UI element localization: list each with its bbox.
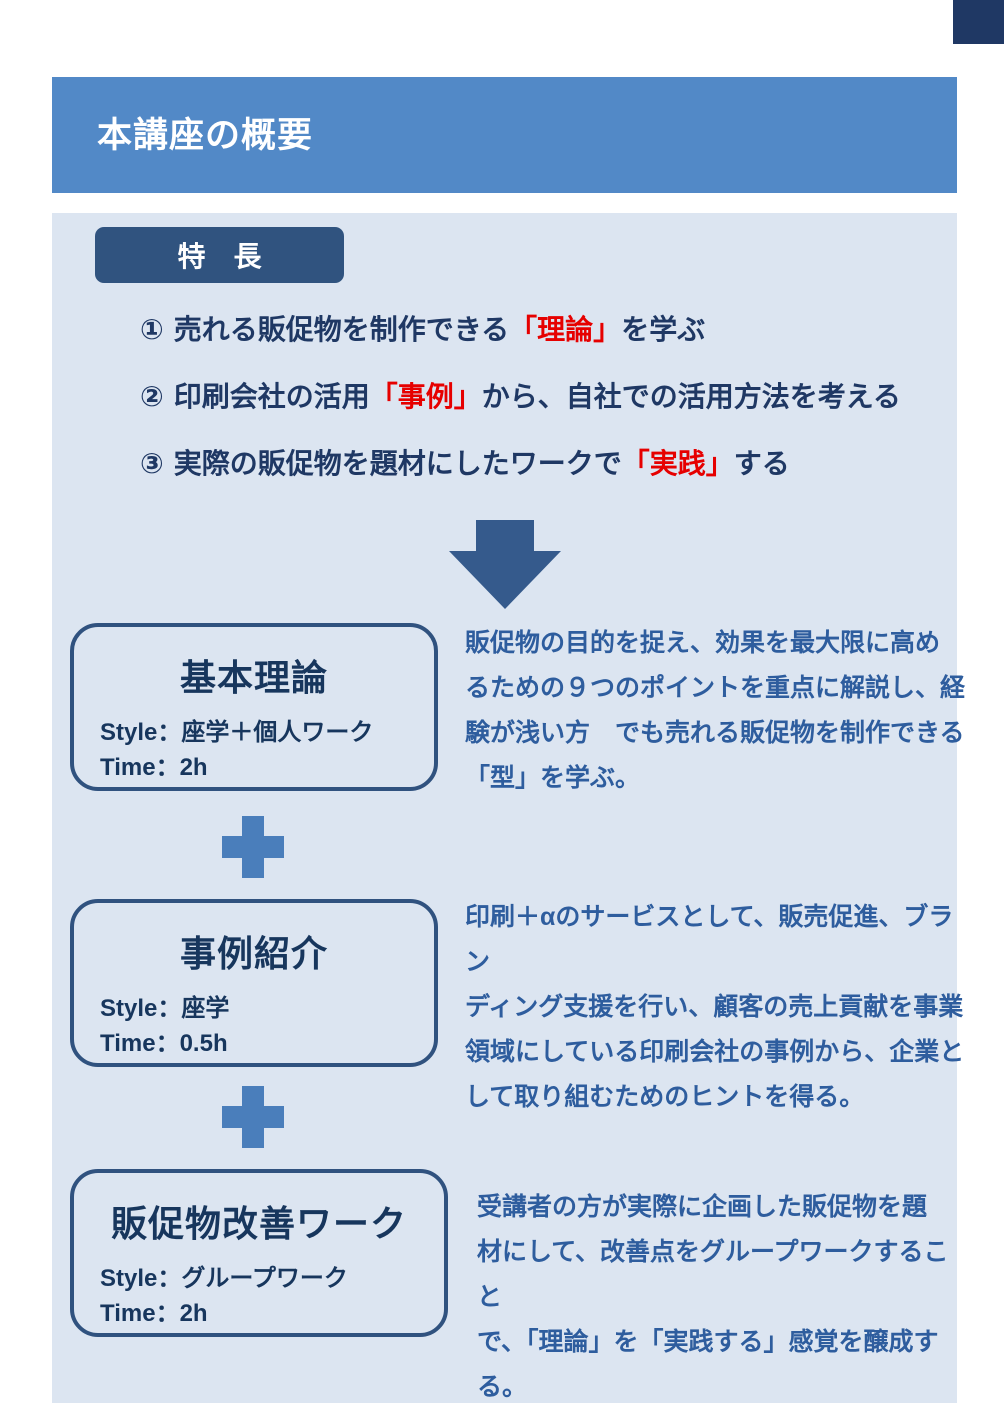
corner-accent-square	[953, 0, 1004, 44]
feature-text-post: する	[733, 448, 790, 479]
feature-number: ②	[140, 381, 164, 412]
module-time: Time：2h	[100, 754, 208, 781]
module-title: 基本理論	[179, 657, 328, 698]
feature-item: ③ 実際の販促物を題材にしたワークで「実践」する	[140, 442, 790, 482]
page-title: 本講座の概要	[97, 115, 314, 155]
feature-number: ③	[140, 448, 164, 479]
feature-text-pre: 印刷会社の活用	[173, 381, 370, 412]
feature-highlight: 「事例」	[369, 381, 482, 412]
feature-item: ② 印刷会社の活用「事例」から、自社での活用方法を考える	[140, 375, 901, 415]
module-meta: Style：座学 Time：0.5h	[100, 991, 229, 1061]
plus-icon	[222, 816, 284, 878]
feature-text-pre: 売れる販促物を制作できる	[173, 314, 510, 345]
feature-highlight: 「実践」	[621, 448, 734, 479]
header-bar: 本講座の概要	[52, 77, 957, 193]
module-box-basic-theory: 基本理論 Style：座学＋個人ワーク Time：2h	[70, 623, 438, 791]
module-description: 受講者の方が実際に企画した販促物を題 材にして、改善点をグループワークすること …	[477, 1193, 949, 1401]
module-meta: Style：座学＋個人ワーク Time：2h	[100, 715, 373, 785]
feature-text-post: から、自社での活用方法を考える	[481, 381, 901, 412]
content-panel: 特 長 ① 売れる販促物を制作できる「理論」を学ぶ ② 印刷会社の活用「事例」から、…	[52, 213, 965, 1403]
module-style: Style：座学	[100, 995, 230, 1022]
down-arrow-head	[449, 551, 561, 609]
module-description: 販促物の目的を捉え、効果を最大限に高め るための９つのポイントを重点に解説し、経…	[465, 629, 966, 792]
module-title: 事例紹介	[179, 933, 328, 974]
module-description: 印刷＋αのサービスとして、販売促進、ブラン ディング支援を行い、顧客の売上貢献を…	[465, 903, 965, 1111]
module-time: Time：0.5h	[100, 1030, 228, 1057]
module-title: 販促物改善ワーク	[110, 1203, 407, 1244]
module-style: Style：座学＋個人ワーク	[100, 719, 374, 746]
module-style: Style：グループワーク	[100, 1265, 348, 1292]
feature-item: ① 売れる販促物を制作できる「理論」を学ぶ	[140, 308, 705, 348]
down-arrow-stem	[476, 520, 534, 552]
module-box-improvement-work: 販促物改善ワーク Style：グループワーク Time：2h	[70, 1169, 448, 1337]
feature-text-post: を学ぶ	[621, 314, 706, 345]
feature-highlight: 「理論」	[509, 314, 622, 345]
module-meta: Style：グループワーク Time：2h	[100, 1261, 348, 1331]
module-box-case-study: 事例紹介 Style：座学 Time：0.5h	[70, 899, 438, 1067]
plus-icon	[222, 1086, 284, 1148]
module-time: Time：2h	[100, 1300, 208, 1327]
feature-number: ①	[140, 314, 164, 345]
feature-text-pre: 実際の販促物を題材にしたワークで	[173, 448, 622, 479]
features-label: 特 長	[95, 227, 344, 283]
